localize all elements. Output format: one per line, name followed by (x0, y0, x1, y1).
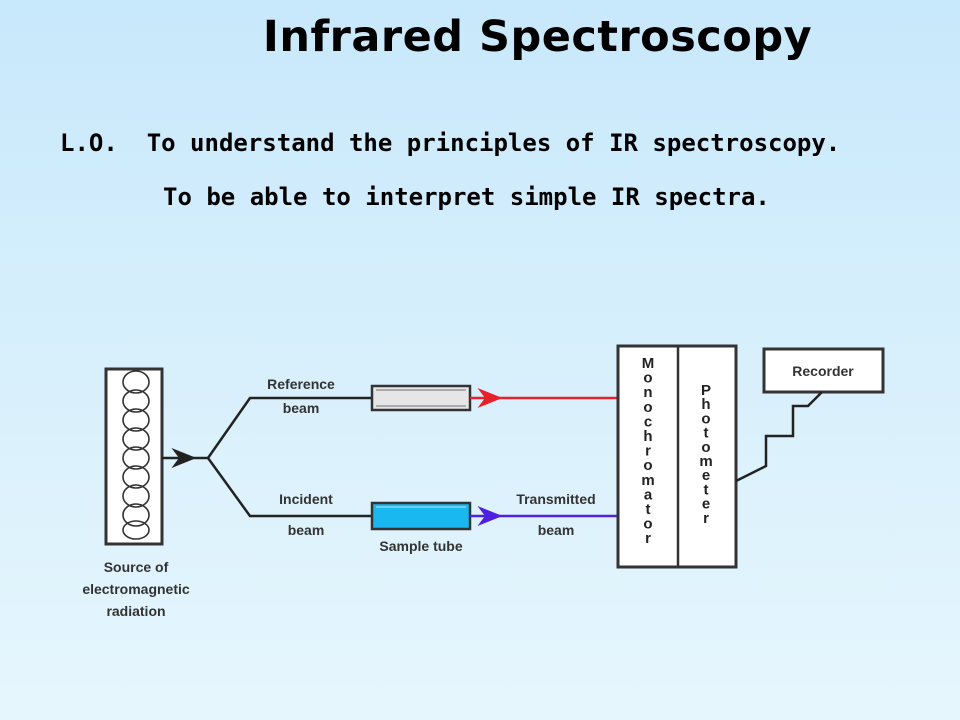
photo-letter: e (702, 496, 710, 513)
mono-letter: n (643, 384, 652, 401)
mono-letter: M (642, 355, 655, 372)
photo-letter: t (704, 425, 709, 442)
mono-letter: t (646, 501, 651, 518)
reference-label-line-1: Reference (267, 376, 335, 392)
photo-letter: P (701, 382, 711, 399)
recorder-connection (735, 391, 823, 483)
transmitted-label-line-1: Transmitted (516, 491, 595, 507)
photo-letter: o (701, 410, 710, 427)
beam-split (162, 396, 372, 518)
sample-tube-label: Sample tube (379, 538, 462, 554)
recorder-label: Recorder (792, 363, 854, 379)
mono-letter: r (645, 530, 651, 547)
photo-letter: o (701, 439, 710, 456)
mono-letter: a (644, 486, 653, 503)
mono-letter: o (643, 457, 652, 474)
objective-line-2: To be able to interpret simple IR spectr… (163, 183, 770, 211)
objective-line-1: L.O. To understand the principles of IR … (60, 129, 841, 157)
photo-letter: h (701, 396, 710, 413)
incident-label-line-1: Incident (279, 491, 333, 507)
mono-letter: o (643, 516, 652, 533)
reference-label-line-2: beam (283, 400, 320, 416)
sample-tube (370, 501, 472, 531)
recorder-box (762, 347, 885, 394)
photo-letter: m (699, 453, 712, 470)
mono-letter: o (643, 399, 652, 416)
mono-letter: m (641, 472, 654, 489)
source-label-line-3: radiation (106, 603, 165, 619)
source-box (104, 367, 164, 546)
page-title: Infrared Spectroscopy (262, 12, 813, 62)
source-label-line-2: electromagnetic (82, 581, 190, 597)
photo-letter: t (704, 481, 709, 498)
coil-icon (122, 370, 150, 540)
mono-letter: r (645, 443, 651, 460)
mono-letter: o (643, 370, 652, 387)
monochromator-photometer-box (616, 344, 738, 569)
transmitted-label-line-2: beam (538, 522, 575, 538)
mono-letter: h (643, 428, 652, 445)
source-label-line-1: Source of (104, 559, 169, 575)
reference-tube (370, 384, 472, 412)
photo-letter: e (702, 467, 710, 484)
incident-label-line-2: beam (288, 522, 325, 538)
photo-letter: r (703, 510, 709, 527)
mono-letter: c (644, 413, 652, 430)
